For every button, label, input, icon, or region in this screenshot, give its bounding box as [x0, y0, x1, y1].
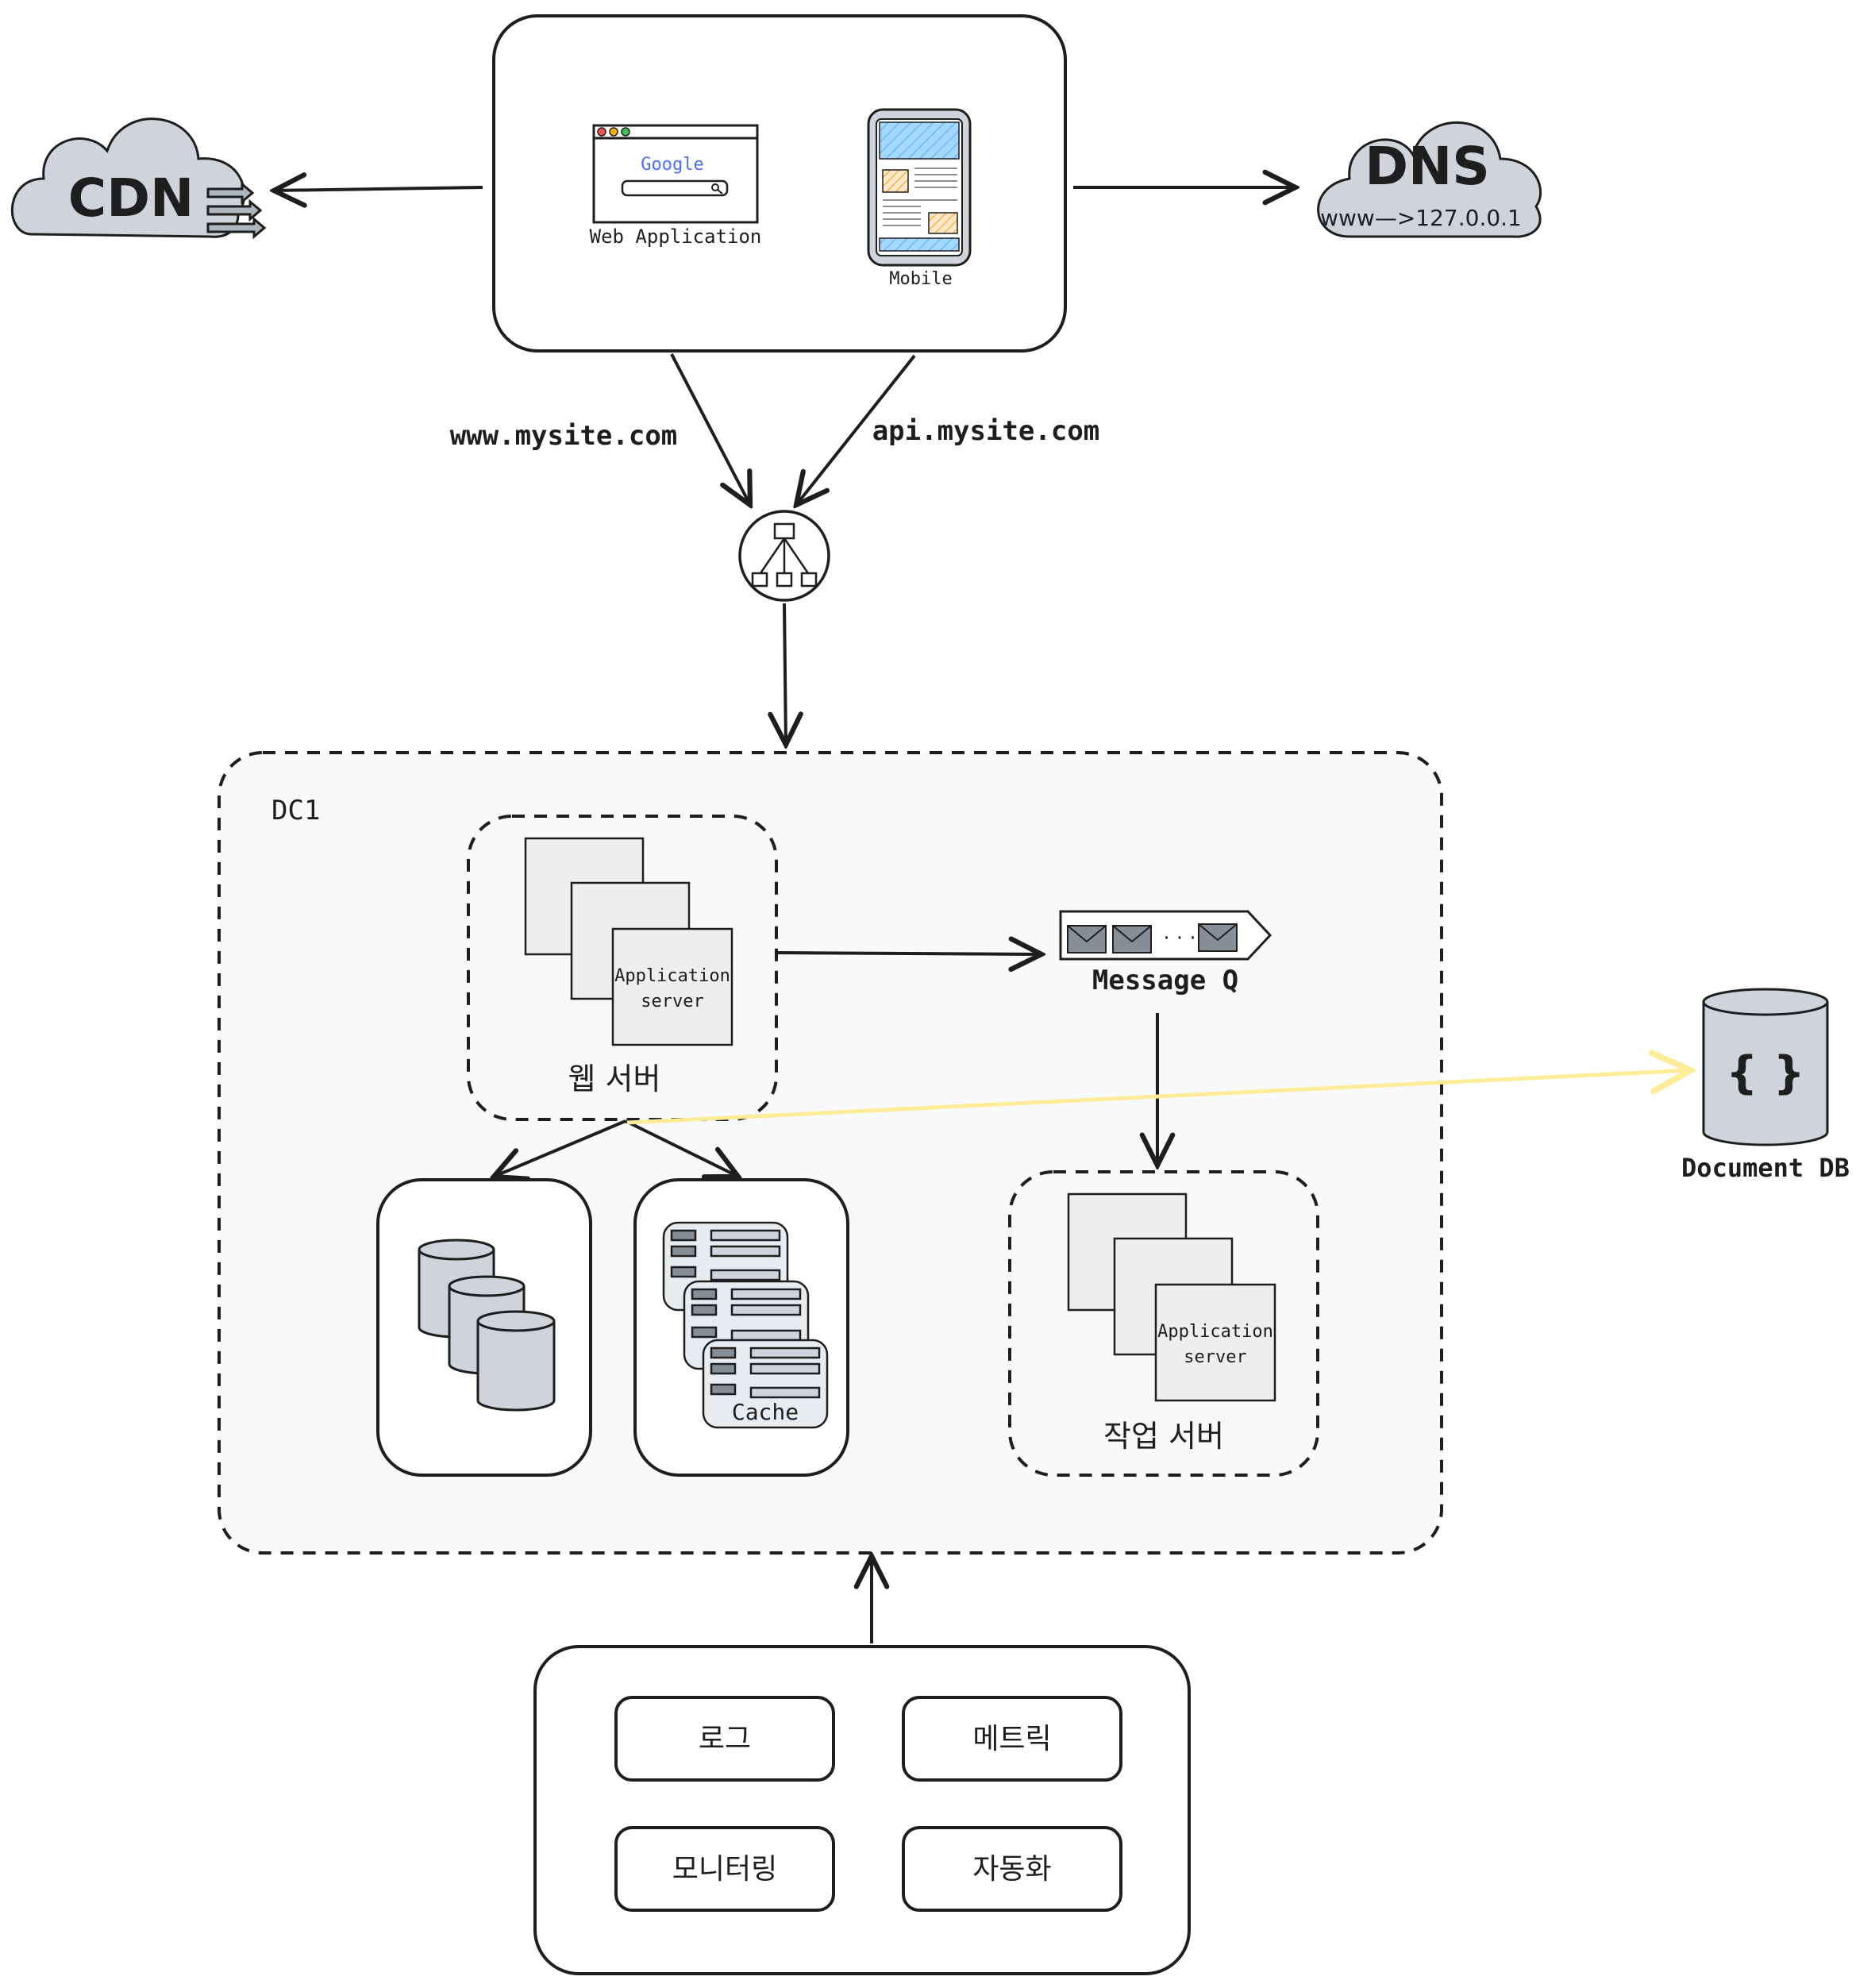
tools-box [533, 1645, 1191, 1975]
message-queue-label: Message Q [1092, 965, 1238, 996]
tool-automation-label: 자동화 [972, 1853, 1051, 1886]
cdn-label: CDN [68, 168, 194, 229]
worker-server-label: 작업 서버 [1103, 1419, 1224, 1454]
arrow-www-route [670, 353, 750, 505]
web-server-text-2: server [641, 992, 703, 1011]
browser-search-bar [621, 179, 729, 197]
arrow-to-cdn [274, 187, 483, 191]
web-application-client: Google Web Application [590, 124, 762, 248]
dc1-label: DC1 [271, 795, 320, 826]
search-icon [711, 183, 723, 195]
web-server-label: 웹 서버 [568, 1061, 661, 1096]
web-server-text-1: Application [614, 966, 730, 986]
arrow-web-to-db [494, 1119, 626, 1177]
tool-logs-label: 로그 [699, 1723, 751, 1755]
document-db-braces: { } [1726, 1047, 1804, 1099]
cache-label: Cache [732, 1399, 799, 1425]
dns-mapping: www—>127.0.0.1 [1320, 205, 1522, 231]
api-route-label: api.mysite.com [872, 415, 1100, 447]
arrow-api-route [796, 354, 916, 505]
document-db-label: Document DB [1681, 1153, 1850, 1183]
arrow-lb-to-dc [784, 603, 786, 745]
worker-server-text-2: server [1184, 1347, 1246, 1367]
tool-monitoring-button[interactable] [614, 1826, 835, 1912]
arrow-web-to-document-db [626, 1070, 1691, 1125]
dns-label: DNS [1365, 136, 1490, 197]
mobile-client: Mobile [867, 108, 972, 289]
dns-cloud: DNS www—>127.0.0.1 [1317, 121, 1542, 238]
database-cluster-icon [418, 1239, 556, 1412]
tool-metrics-label: 메트릭 [972, 1723, 1051, 1755]
document-db-icon [1702, 988, 1829, 1146]
tool-monitoring-label: 모니터링 [672, 1853, 777, 1886]
clients-box [492, 14, 1067, 353]
arrow-web-to-queue [777, 953, 1041, 954]
www-route-label: www.mysite.com [450, 420, 678, 452]
cdn-cloud: CDN [10, 118, 267, 240]
tool-automation-button[interactable] [902, 1826, 1122, 1912]
message-queue-icon: · · · [1059, 910, 1272, 961]
svg-text:· · ·: · · · [1163, 927, 1195, 950]
load-balancer-icon [738, 510, 830, 602]
google-logo: Google [641, 155, 703, 175]
tool-metrics-button[interactable] [902, 1696, 1122, 1782]
mobile-label: Mobile [889, 269, 952, 289]
arrow-web-to-cache [625, 1119, 738, 1177]
worker-server-text-1: Application [1157, 1322, 1273, 1342]
web-application-label: Web Application [590, 225, 762, 248]
web-server-stack: Application server [524, 837, 733, 1046]
cache-cluster-icon [662, 1221, 829, 1429]
tool-logs-button[interactable] [614, 1696, 835, 1782]
cdn-arrows-icon [206, 181, 267, 240]
worker-server-stack: Application server [1067, 1192, 1276, 1402]
